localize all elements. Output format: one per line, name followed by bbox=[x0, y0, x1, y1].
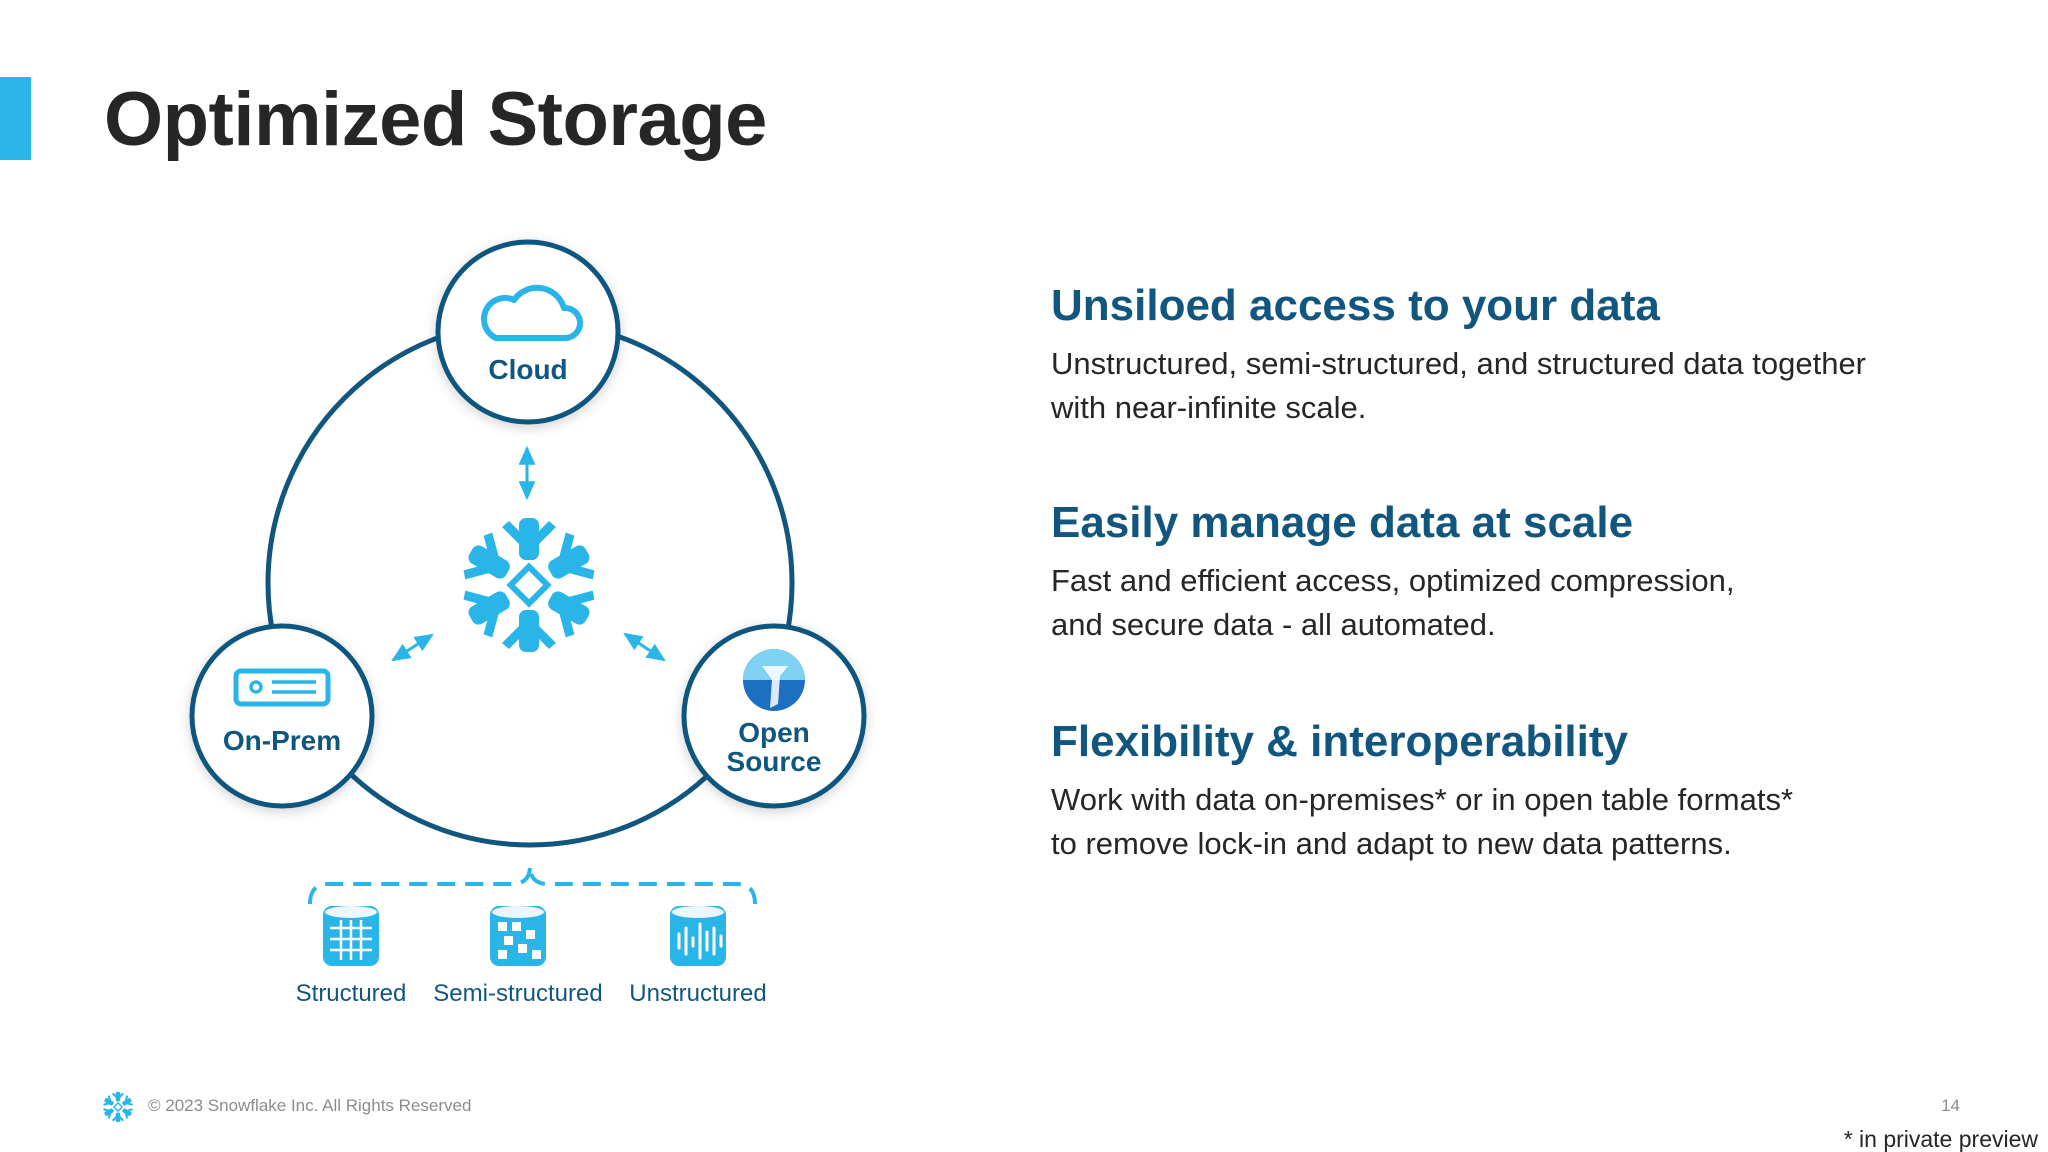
snowflake-logo-icon bbox=[457, 518, 601, 652]
feature-body: Work with data on-premises* or in open t… bbox=[1051, 782, 1794, 861]
node-cloud: Cloud bbox=[435, 239, 621, 425]
storage-diagram: Cloud On-Prem Open Source bbox=[189, 239, 867, 1007]
feature-flexibility: Flexibility & interoperability Work with… bbox=[1051, 716, 1951, 866]
feature-unsiloed-access: Unsiloed access to your data Unstructure… bbox=[1051, 280, 1951, 430]
structured-data-icon bbox=[323, 906, 379, 966]
data-type-semi-structured-label: Semi-structured bbox=[433, 980, 602, 1007]
feature-body: Fast and efficient access, optimized com… bbox=[1051, 563, 1735, 642]
feature-heading: Unsiloed access to your data bbox=[1051, 281, 1660, 330]
node-open-source-label-line2: Source bbox=[727, 746, 822, 777]
opensource-connector-arrow bbox=[623, 632, 666, 662]
private-preview-note: * in private preview bbox=[1843, 1126, 2038, 1152]
node-open-source: Open Source bbox=[681, 623, 867, 809]
feature-manage-at-scale: Easily manage data at scale Fast and eff… bbox=[1051, 497, 1951, 647]
feature-body: Unstructured, semi-structured, and struc… bbox=[1051, 346, 1867, 425]
unstructured-data-icon bbox=[670, 906, 726, 966]
data-type-unstructured-label: Unstructured bbox=[629, 980, 766, 1007]
footer-snowflake-logo-icon bbox=[101, 1091, 135, 1123]
cloud-icon bbox=[481, 284, 584, 341]
node-on-prem-label: On-Prem bbox=[223, 725, 341, 756]
copyright-notice: © 2023 Snowflake Inc. All Rights Reserve… bbox=[148, 1096, 472, 1115]
data-types-bracket bbox=[308, 865, 757, 905]
server-icon bbox=[233, 668, 331, 707]
onprem-connector-arrow bbox=[391, 633, 434, 662]
page-title: Optimized Storage bbox=[104, 77, 767, 162]
iceberg-icon bbox=[743, 649, 805, 711]
page-number: 14 bbox=[1941, 1096, 1960, 1115]
feature-heading: Flexibility & interoperability bbox=[1051, 717, 1629, 766]
node-cloud-label: Cloud bbox=[488, 354, 567, 385]
semi-structured-data-icon bbox=[490, 906, 546, 966]
accent-bar bbox=[0, 77, 31, 160]
node-open-source-label-line1: Open bbox=[738, 717, 810, 748]
data-type-structured-label: Structured bbox=[296, 980, 407, 1007]
node-on-prem: On-Prem bbox=[189, 623, 375, 809]
feature-heading: Easily manage data at scale bbox=[1051, 498, 1634, 547]
